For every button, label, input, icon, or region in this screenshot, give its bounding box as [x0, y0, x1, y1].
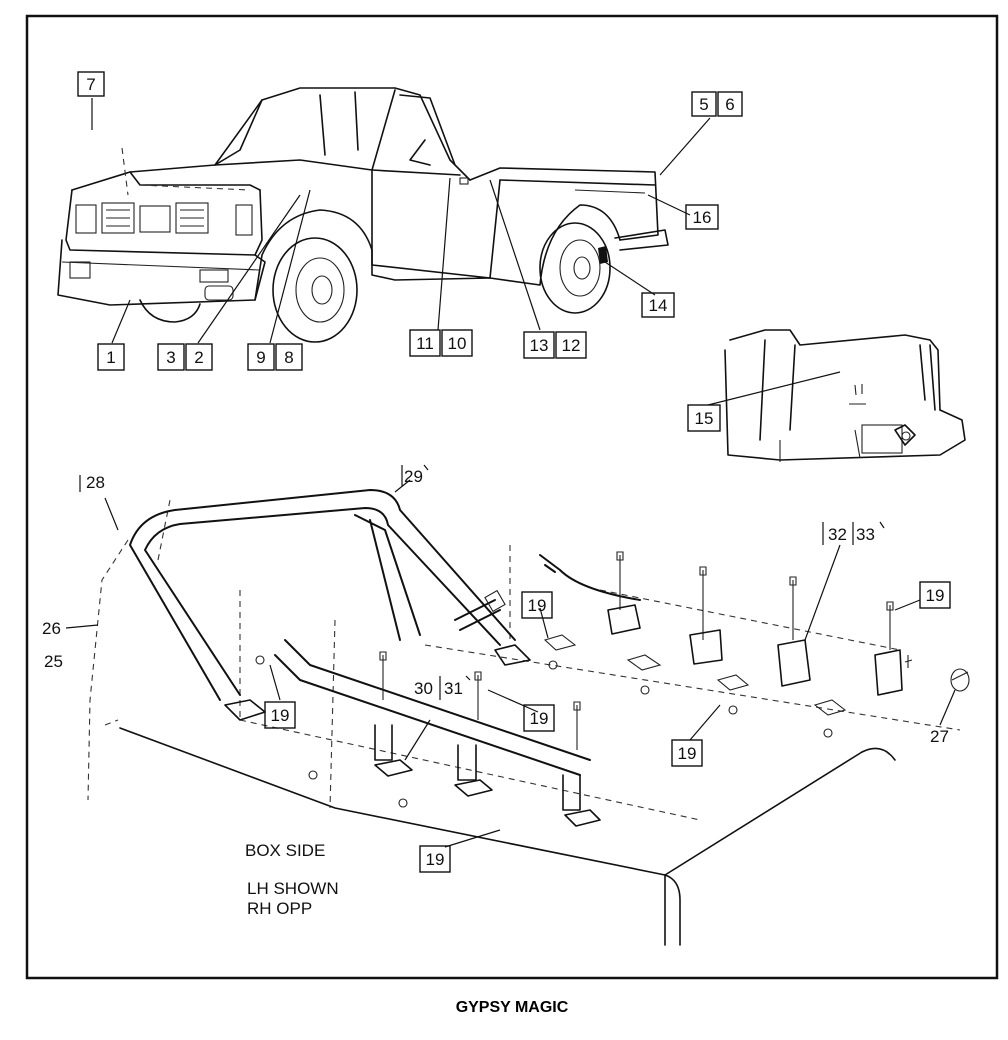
label-32: 32 [828, 525, 847, 544]
label-15: 15 [695, 409, 714, 428]
label-27: 27 [930, 727, 949, 746]
label-13: 13 [530, 336, 549, 355]
label-2: 2 [194, 348, 203, 367]
label-8: 8 [284, 348, 293, 367]
label-19-e: 19 [678, 744, 697, 763]
diagram-caption: GYPSY MAGIC [456, 999, 569, 1016]
label-3: 3 [166, 348, 175, 367]
label-14: 14 [649, 296, 668, 315]
leader-lines [65, 98, 956, 848]
note-lh-shown: LH SHOWN [247, 879, 339, 898]
pickup-truck-illustration [57, 87, 669, 343]
label-10: 10 [448, 334, 467, 353]
label-11: 11 [416, 334, 434, 353]
label-25: 25 [44, 652, 63, 671]
label-33: 33 [856, 525, 875, 544]
label-19-c: 19 [271, 706, 290, 725]
label-26: 26 [42, 619, 61, 638]
roll-bar-assembly-illustration [87, 489, 970, 946]
label-7: 7 [86, 75, 95, 94]
label-12: 12 [562, 336, 581, 355]
tailgate-inset-illustration [724, 329, 966, 462]
label-30: 30 [414, 679, 433, 698]
label-28: 28 [86, 473, 105, 492]
note-rh-opp: RH OPP [247, 899, 312, 918]
label-19-a: 19 [528, 596, 547, 615]
label-9: 9 [256, 348, 265, 367]
label-16: 16 [693, 208, 712, 227]
label-1: 1 [106, 348, 115, 367]
label-29: 29 [404, 467, 423, 486]
label-31: 31 [444, 679, 463, 698]
note-box-side: BOX SIDE [245, 841, 325, 860]
label-19-b: 19 [926, 586, 945, 605]
diagram-frame [25, 14, 999, 980]
callout-labels: 7 5 6 16 14 1 3 2 9 8 11 10 13 12 15 28 … [42, 71, 951, 873]
label-5: 5 [699, 95, 708, 114]
label-19-d: 19 [530, 709, 549, 728]
label-6: 6 [725, 95, 734, 114]
label-19-f: 19 [426, 850, 445, 869]
